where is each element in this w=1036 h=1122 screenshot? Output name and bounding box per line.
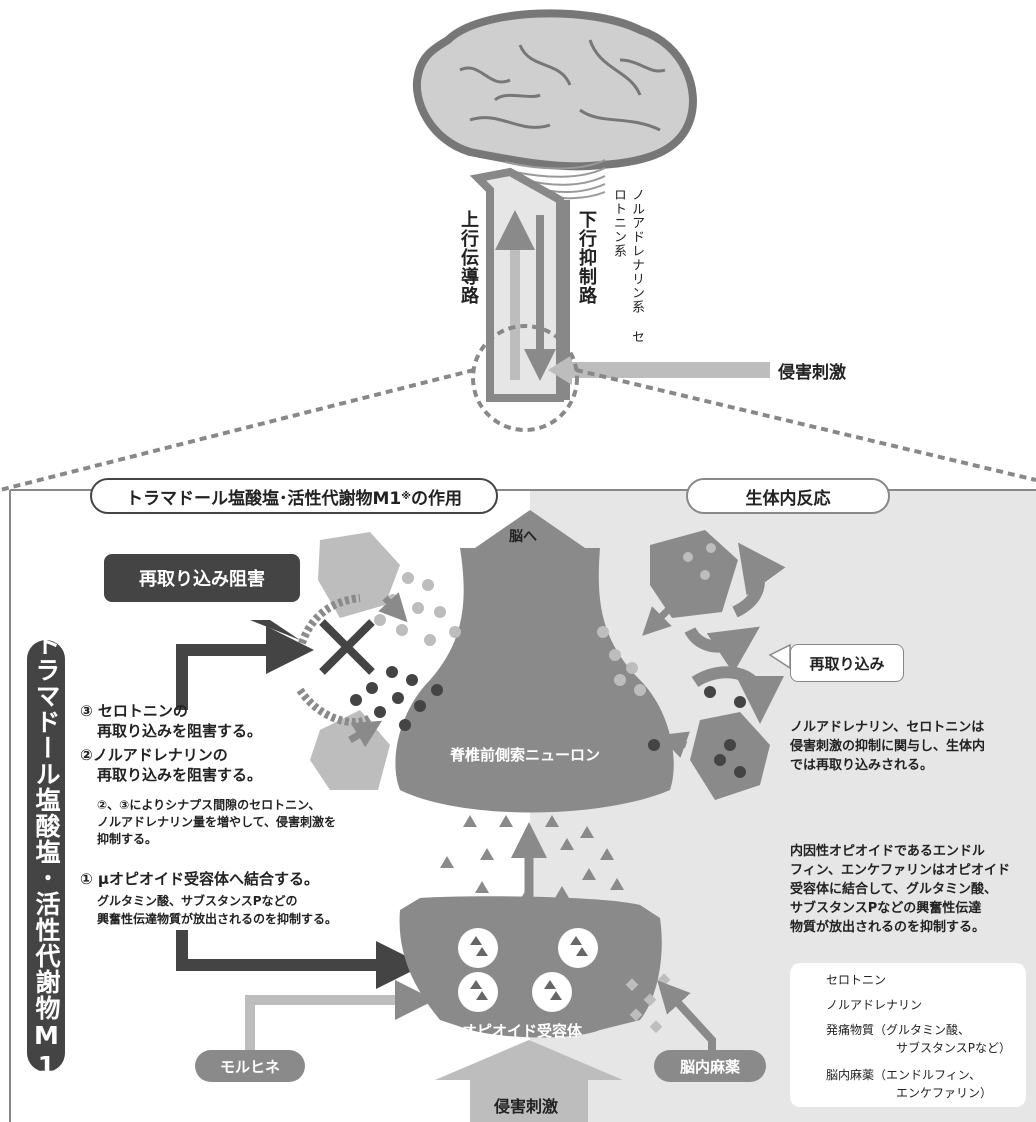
terminal-right-top — [650, 530, 738, 618]
right-text1-line2: 侵害刺激の抑制に関与し、生体内 — [790, 739, 986, 754]
legend-serotonin: セロトニン — [826, 973, 887, 987]
right-text2-line4: サブスタンスPなどの興奮性伝達 — [790, 901, 982, 916]
step2-line2: 再取り込みを阻害する。 — [97, 766, 263, 784]
step3-arrow — [176, 626, 314, 710]
legend-pain-line1: 発痛物質（グルタミン酸、 — [826, 1023, 971, 1037]
legend-noradrenaline: ノルアドレナリン — [826, 998, 923, 1012]
terminal-right-bottom — [690, 712, 770, 800]
right-text-opioid: 内因性オピオイドであるエンドル フィン、エンケファリンはオピオイド 受容体に結合… — [790, 842, 1010, 937]
reuptake-arrow-right-3 — [691, 666, 784, 724]
right-text2-line2: フィン、エンケファリンはオピオイド — [790, 863, 1010, 878]
vesicles — [458, 928, 598, 1012]
step3-line1: ③ セロトニンの — [80, 702, 188, 720]
right-panel-title: 生体内反応 — [686, 478, 890, 514]
to-brain-label: 脳へ — [509, 529, 537, 545]
note-line2: ノルアドレナリン量を増やして、侵害刺激を — [97, 815, 337, 829]
right-text2-line3: 受容体に結合して、グルタミン酸、 — [790, 882, 997, 897]
step1-line1: ① μオピオイド受容体へ結合する。 — [80, 870, 319, 888]
step1-arrow — [176, 930, 424, 989]
pain-substance-triangles — [440, 815, 624, 900]
left-title-main: トラマドール塩酸塩･活性代謝物M1 — [126, 488, 402, 509]
zoom-circle — [471, 324, 579, 432]
right-text1-line1: ノルアドレナリン、セロトニンは — [790, 720, 985, 735]
right-text1-line3: では再取り込みされる。 — [790, 758, 934, 773]
top-stimulus-label: 侵害刺激 — [778, 363, 846, 383]
spinal-neuron — [395, 548, 674, 813]
note-line1: ②、③によりシナプス間隙のセロトニン、 — [97, 798, 321, 812]
reuptake-arrow-blocked-1 — [296, 594, 361, 652]
right-text2-line5: 物質が放出されるのを抑制する。 — [790, 920, 986, 935]
left-title-tail: の作用 — [410, 488, 462, 509]
note-line3: 抑制する。 — [97, 832, 158, 846]
legend-endorphin-line2: エンケファリン） — [896, 1086, 993, 1100]
step1-line3: 興奮性伝達物質が放出されるのを抑制する。 — [97, 912, 338, 926]
neuro-system-label: ノルアドレナリン系 セロトニン系 — [611, 188, 644, 344]
step2-line1: ②ノルアドレナリンの — [80, 746, 228, 764]
brain-drug-label: 脳内麻薬 — [654, 1050, 766, 1082]
reuptake-block-box: 再取り込み阻害 — [104, 554, 300, 602]
to-brain-arrow — [475, 510, 585, 548]
bottom-stimulus-arrow — [435, 1040, 623, 1122]
right-text-reuptake: ノルアドレナリン、セロトニンは 侵害刺激の抑制に関与し、生体内 では再取り込みさ… — [790, 718, 985, 775]
reuptake-arrow-right-2 — [684, 626, 760, 674]
right-text2-line1: 内因性オピオイドであるエンドル — [790, 844, 985, 859]
neuron-label: 脊椎前側索ニューロン — [450, 746, 601, 764]
bottom-stimulus-label: 侵害刺激 — [494, 1097, 559, 1116]
brain-icon — [412, 9, 697, 200]
legend-endorphin-line1: 脳内麻薬（エンドルフィン、 — [826, 1068, 982, 1082]
legend-box — [790, 963, 1026, 1107]
step3-line2: 再取り込みを阻害する。 — [97, 722, 263, 740]
drug-side-label: トラマドール塩酸塩･活性代謝物M1 — [27, 631, 65, 1081]
legend-pain-line2: サブスタンスPなど） — [896, 1041, 1011, 1055]
opioid-receptor-cell — [399, 896, 662, 1038]
reuptake-arrow-blocked-2 — [296, 687, 373, 727]
serotonin-dots-right — [597, 543, 716, 696]
descending-pathway-label: 下行抑制路 — [576, 210, 597, 305]
noradrenaline-dots-left — [350, 666, 443, 731]
block-cross — [319, 619, 375, 675]
reuptake-arrow-right-1 — [732, 542, 786, 618]
receptor-label: オピオイド受容体 — [462, 1022, 583, 1040]
left-title-mark: ※ — [401, 490, 411, 502]
left-panel-title: トラマドール塩酸塩･活性代謝物M1※の作用 — [90, 478, 498, 514]
ascending-pathway-label: 上行伝導路 — [458, 210, 479, 305]
step1-line2: グルタミン酸、サブスタンスPなどの — [97, 894, 298, 908]
reuptake-label: 再取り込み — [790, 644, 904, 682]
morphine-label: モルヒネ — [195, 1050, 305, 1082]
